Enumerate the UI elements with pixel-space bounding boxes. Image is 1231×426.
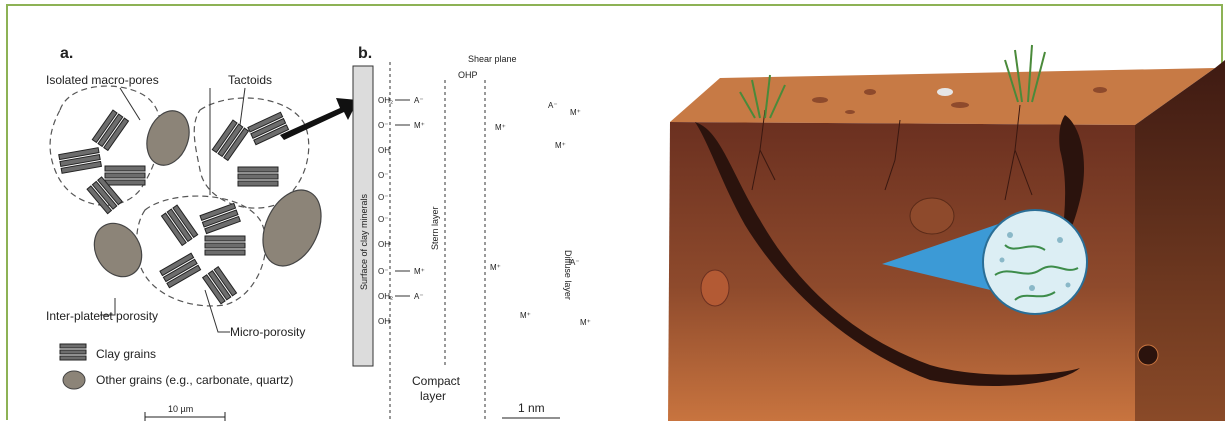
ion-label: M⁺ (495, 123, 506, 132)
ion-label: A⁻ (414, 292, 424, 301)
legend-other-swatch (63, 371, 85, 389)
surface-group: OH₂ (378, 96, 393, 105)
isolated-macro-pores-label: Isolated macro-pores (46, 73, 159, 87)
legend-clay-swatch (60, 344, 86, 360)
compact-layer-label-2: layer (420, 389, 446, 403)
panel-b-letter: b. (358, 45, 372, 62)
surface-object (937, 88, 953, 96)
inter-platelet-porosity-label: Inter-platelet porosity (46, 309, 158, 323)
surface-group: O⁻ (378, 121, 388, 130)
ion-label: A⁻ (548, 101, 558, 110)
stern-layer-label: Stern layer (430, 206, 440, 250)
legend-clay-label: Clay grains (96, 347, 156, 361)
surface-group: OH (378, 146, 390, 155)
soil-block-svg (660, 30, 1230, 421)
surface-group: OH (378, 240, 390, 249)
shear-plane-label: Shear plane (468, 54, 517, 64)
bond-lines (395, 100, 410, 296)
ion-label: M⁺ (580, 318, 591, 327)
micro-porosity-label: Micro-porosity (230, 325, 305, 339)
ion-label: M⁺ (555, 141, 566, 150)
topsoil-surface (670, 68, 1215, 125)
scale-b-label: 1 nm (518, 401, 545, 415)
ohp-label: OHP (458, 70, 478, 80)
surface-group: O⁻ (378, 193, 388, 202)
soil-block-panel (660, 30, 1230, 421)
ion-label: M⁺ (414, 267, 425, 276)
ion-label: A⁻ (570, 258, 580, 267)
surface-group: O⁻ (378, 171, 388, 180)
surface-group: OH (378, 317, 390, 326)
surface-group: OH₂ (378, 292, 393, 301)
surface-group: O⁻ (378, 267, 388, 276)
magnified-view (983, 210, 1087, 314)
ion-label: M⁺ (570, 108, 581, 117)
panel-a-letter: a. (60, 45, 73, 62)
zoom-arrow (280, 98, 358, 140)
surface-group: O⁻ (378, 215, 388, 224)
ion-label: M⁺ (414, 121, 425, 130)
legend-other-label: Other grains (e.g., carbonate, quartz) (96, 373, 293, 387)
ion-label: M⁺ (520, 311, 531, 320)
surface-label: Surface of clay minerals (359, 193, 369, 290)
ion-label: A⁻ (414, 96, 424, 105)
hole (1138, 345, 1158, 365)
ion-label: M⁺ (490, 263, 501, 272)
surface-groups: OH₂ O⁻ OH O⁻ O⁻ O⁻ OH O⁻ OH₂ OH (378, 96, 393, 326)
clay-diagram-panel: a. b. Isolated macro-pores Tactoids (40, 40, 630, 421)
stone (701, 270, 729, 306)
tactoids-label: Tactoids (228, 73, 272, 87)
compact-layer-label-1: Compact (412, 374, 461, 388)
stone (910, 198, 954, 234)
scale-a-label: 10 µm (168, 404, 193, 414)
clay-diagram-svg: a. b. Isolated macro-pores Tactoids (40, 40, 630, 421)
